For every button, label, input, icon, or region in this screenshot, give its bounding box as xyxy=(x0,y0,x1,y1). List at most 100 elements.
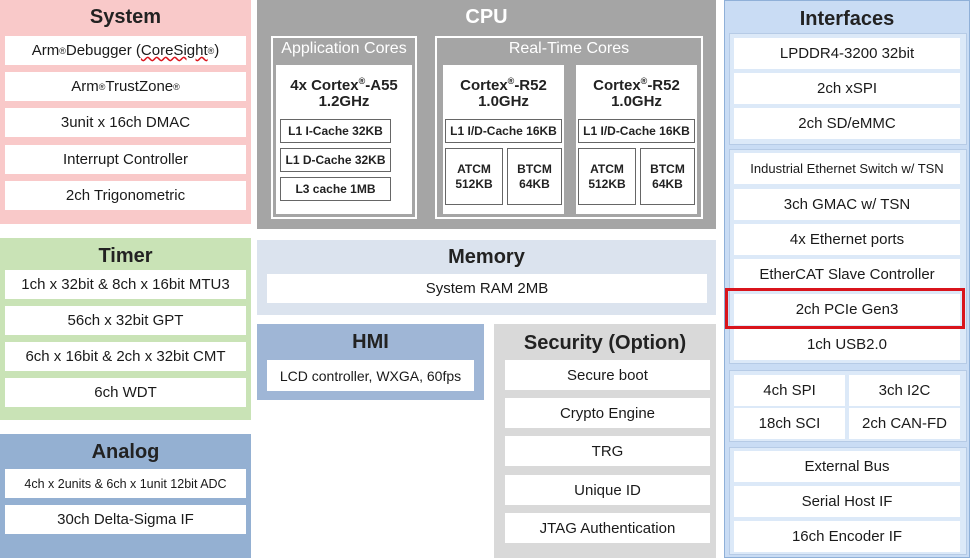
analog-title: Analog xyxy=(91,441,160,463)
security-item-unique-id: Unique ID xyxy=(505,475,710,505)
security-item-jtag: JTAG Authentication xyxy=(505,513,710,543)
app-core: 4x Cortex®-A55 1.2GHz L1 I-Cache 32KB L1… xyxy=(276,65,412,214)
rt-cores-title: Real-Time Cores xyxy=(508,40,630,57)
atcm-label: ATCM xyxy=(590,161,624,176)
debugger-arm-text: Arm xyxy=(31,42,60,59)
app-core-freq: 1.2GHz xyxy=(318,93,370,110)
system-item-debugger: Arm® Debugger (CoreSight®) xyxy=(5,36,246,65)
cpu-block: CPU Application Cores 4x Cortex®-A55 1.2… xyxy=(257,0,716,229)
interfaces-group-network: Industrial Ethernet Switch w/ TSN 3ch GM… xyxy=(729,149,967,364)
rt-core-2: Cortex®-R52 1.0GHz L1 I/D-Cache 16KB ATC… xyxy=(576,65,697,214)
debugger-end-text: ) xyxy=(214,42,220,59)
security-block: Security (Option) Secure boot Crypto Eng… xyxy=(494,324,716,558)
analog-item-dsif: 30ch Delta-Sigma IF xyxy=(5,505,246,534)
btcm-label: BTCM xyxy=(517,161,552,176)
timer-item-mtu3: 1ch x 32bit & 8ch x 16bit MTU3 xyxy=(5,270,246,299)
atcm-size: 512KB xyxy=(455,176,493,191)
intf-item-gmac: 3ch GMAC w/ TSN xyxy=(734,189,960,220)
core-model-text: -A55 xyxy=(365,77,398,94)
system-item-trustzone: Arm® TrustZone® xyxy=(5,72,246,101)
coresight-text: CoreSight xyxy=(140,42,208,59)
timer-item-gpt: 56ch x 32bit GPT xyxy=(5,306,246,335)
hmi-item-lcd: LCD controller, WXGA, 60fps xyxy=(267,360,474,391)
intf-item-lpddr4: LPDDR4-3200 32bit xyxy=(734,38,960,69)
debugger-text: Debugger ( xyxy=(65,42,141,59)
app-cache-l1d: L1 D-Cache 32KB xyxy=(280,148,391,172)
reg-mark: ® xyxy=(358,76,366,86)
core-name-text: 4x Cortex xyxy=(290,77,359,94)
intf-item-spi: 4ch SPI xyxy=(734,375,845,406)
core-model-text: -R52 xyxy=(514,77,547,94)
atcm-size: 512KB xyxy=(588,176,626,191)
intf-item-can-fd: 2ch CAN-FD xyxy=(849,408,960,439)
intf-item-usb: 1ch USB2.0 xyxy=(734,329,960,360)
reg-mark: ® xyxy=(59,45,66,56)
btcm-size: 64KB xyxy=(652,176,683,191)
reg-mark: ® xyxy=(207,45,215,56)
reg-mark: ® xyxy=(507,76,515,86)
intf-item-external-bus: External Bus xyxy=(734,451,960,482)
hmi-title: HMI xyxy=(352,331,389,353)
security-item-secure-boot: Secure boot xyxy=(505,360,710,390)
rt-core-freq: 1.0GHz xyxy=(611,93,662,110)
timer-item-cmt: 6ch x 16bit & 2ch x 32bit CMT xyxy=(5,342,246,371)
intf-item-encoder: 16ch Encoder IF xyxy=(734,521,960,552)
rt-cores-box: Real-Time Cores Cortex®-R52 1.0GHz L1 I/… xyxy=(435,36,703,219)
app-cores-title: Application Cores xyxy=(281,40,407,57)
reg-mark: ® xyxy=(173,81,180,92)
intf-item-sci: 18ch SCI xyxy=(734,408,845,439)
intf-item-i2c: 3ch I2C xyxy=(849,375,960,406)
interfaces-group-serial: 4ch SPI 3ch I2C 18ch SCI 2ch CAN-FD xyxy=(729,370,967,442)
btcm-label: BTCM xyxy=(650,161,685,176)
app-cores-box: Application Cores 4x Cortex®-A55 1.2GHz … xyxy=(271,36,417,219)
rt-core-1: Cortex®-R52 1.0GHz L1 I/D-Cache 16KB ATC… xyxy=(443,65,564,214)
security-item-crypto: Crypto Engine xyxy=(505,398,710,428)
interfaces-title: Interfaces xyxy=(799,8,895,30)
security-item-trg: TRG xyxy=(505,436,710,466)
analog-block: Analog 4ch x 2units & 6ch x 1unit 12bit … xyxy=(0,434,251,558)
rt-core-name: Cortex®-R52 xyxy=(576,71,697,96)
rt-core-freq: 1.0GHz xyxy=(478,93,529,110)
interfaces-block: Interfaces LPDDR4-3200 32bit 2ch xSPI 2c… xyxy=(724,0,970,558)
intf-item-ethercat: EtherCAT Slave Controller xyxy=(734,259,960,290)
intf-item-pcie: 2ch PCIe Gen3 xyxy=(734,294,960,325)
cpu-title: CPU xyxy=(465,6,508,28)
app-cache-l3: L3 cache 1MB xyxy=(280,177,391,201)
trustzone-arm-text: Arm xyxy=(71,78,99,95)
memory-title: Memory xyxy=(448,246,525,268)
analog-item-adc: 4ch x 2units & 6ch x 1unit 12bit ADC xyxy=(5,469,246,498)
system-item-dmac: 3unit x 16ch DMAC xyxy=(5,108,246,137)
timer-item-wdt: 6ch WDT xyxy=(5,378,246,407)
core-name-text: Cortex xyxy=(593,77,641,94)
timer-block: Timer 1ch x 32bit & 8ch x 16bit MTU3 56c… xyxy=(0,238,251,420)
system-item-interrupt: Interrupt Controller xyxy=(5,145,246,174)
app-cache-l1i: L1 I-Cache 32KB xyxy=(280,119,391,143)
btcm-size: 64KB xyxy=(519,176,550,191)
timer-title: Timer xyxy=(98,245,153,267)
system-item-trig: 2ch Trigonometric xyxy=(5,181,246,210)
app-core-name: 4x Cortex®-A55 xyxy=(276,71,412,96)
interfaces-group-bus: External Bus Serial Host IF 16ch Encoder… xyxy=(729,447,967,555)
system-block: System Arm® Debugger (CoreSight®) Arm® T… xyxy=(0,0,251,224)
rt-core-name: Cortex®-R52 xyxy=(443,71,564,96)
intf-item-serial-host: Serial Host IF xyxy=(734,486,960,517)
rt-core-cache: L1 I/D-Cache 16KB xyxy=(445,119,562,143)
memory-item-ram: System RAM 2MB xyxy=(267,274,707,303)
hmi-block: HMI LCD controller, WXGA, 60fps xyxy=(257,324,484,400)
memory-block: Memory System RAM 2MB xyxy=(257,240,716,315)
core-name-text: Cortex xyxy=(460,77,508,94)
interfaces-group-memory: LPDDR4-3200 32bit 2ch xSPI 2ch SD/eMMC xyxy=(729,33,967,145)
trustzone-text: TrustZone xyxy=(105,78,174,95)
reg-mark: ® xyxy=(98,81,106,92)
reg-mark: ® xyxy=(640,76,648,86)
pcie-highlight-frame xyxy=(725,288,965,329)
intf-item-sd-emmc: 2ch SD/eMMC xyxy=(734,108,960,139)
intf-item-xspi: 2ch xSPI xyxy=(734,73,960,104)
intf-item-eth-ports: 4x Ethernet ports xyxy=(734,224,960,255)
system-title: System xyxy=(89,6,162,28)
security-title: Security (Option) xyxy=(523,332,687,354)
